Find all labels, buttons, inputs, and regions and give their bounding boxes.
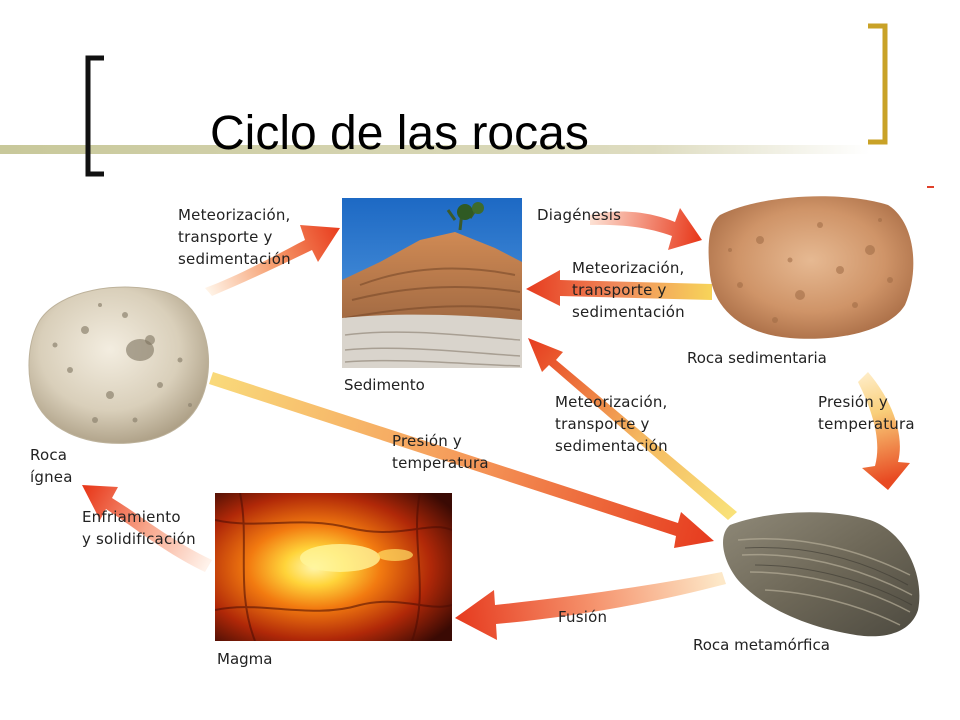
arrow-enfriamiento (82, 485, 212, 572)
label-presion-ignea: Presión y temperatura (392, 432, 489, 472)
label-roca-ignea: Roca ígnea (30, 446, 73, 486)
label-presion-sedimentaria: Presión y temperatura (818, 393, 915, 433)
label-meteorizacion-ignea: Meteorización, transporte y sedimentació… (178, 206, 291, 268)
sedimentary-rock-image (708, 196, 914, 339)
right-bracket (868, 23, 888, 145)
igneous-rock-image (28, 286, 210, 444)
label-roca-sedimentaria: Roca sedimentaria (687, 349, 827, 367)
arrow-ignea-to-sedimento (205, 225, 340, 296)
arrow-metamorfica-to-sedimento (528, 338, 737, 520)
label-enfriamiento: Enfriamiento y solidificación (82, 508, 196, 548)
slide-title: Ciclo de las rocas (210, 107, 589, 160)
label-diagenesis: Diagénesis (537, 206, 622, 224)
arrow-fusion (455, 572, 726, 640)
label-roca-metamorfica: Roca metamórfica (693, 636, 830, 654)
label-sedimento: Sedimento (344, 376, 425, 394)
metamorphic-rock-image (723, 512, 920, 637)
magma-image (215, 493, 452, 641)
arrow-sedimentaria-to-sedimento (526, 270, 712, 306)
sediment-image (342, 198, 522, 368)
label-meteorizacion-metamorfica: Meteorización, transporte y sedimentació… (555, 393, 668, 455)
label-meteorizacion-sedimentaria: Meteorización, transporte y sedimentació… (572, 259, 685, 321)
slide-marker-line (927, 186, 934, 188)
arrow-ignea-to-metamorfica (209, 372, 714, 548)
arrow-sedimentaria-to-metamorfica (858, 372, 910, 490)
title-underline (0, 145, 870, 154)
arrow-diagenesis (590, 208, 702, 250)
label-fusion: Fusión (558, 608, 608, 626)
label-magma: Magma (217, 650, 273, 668)
left-bracket (85, 55, 104, 177)
